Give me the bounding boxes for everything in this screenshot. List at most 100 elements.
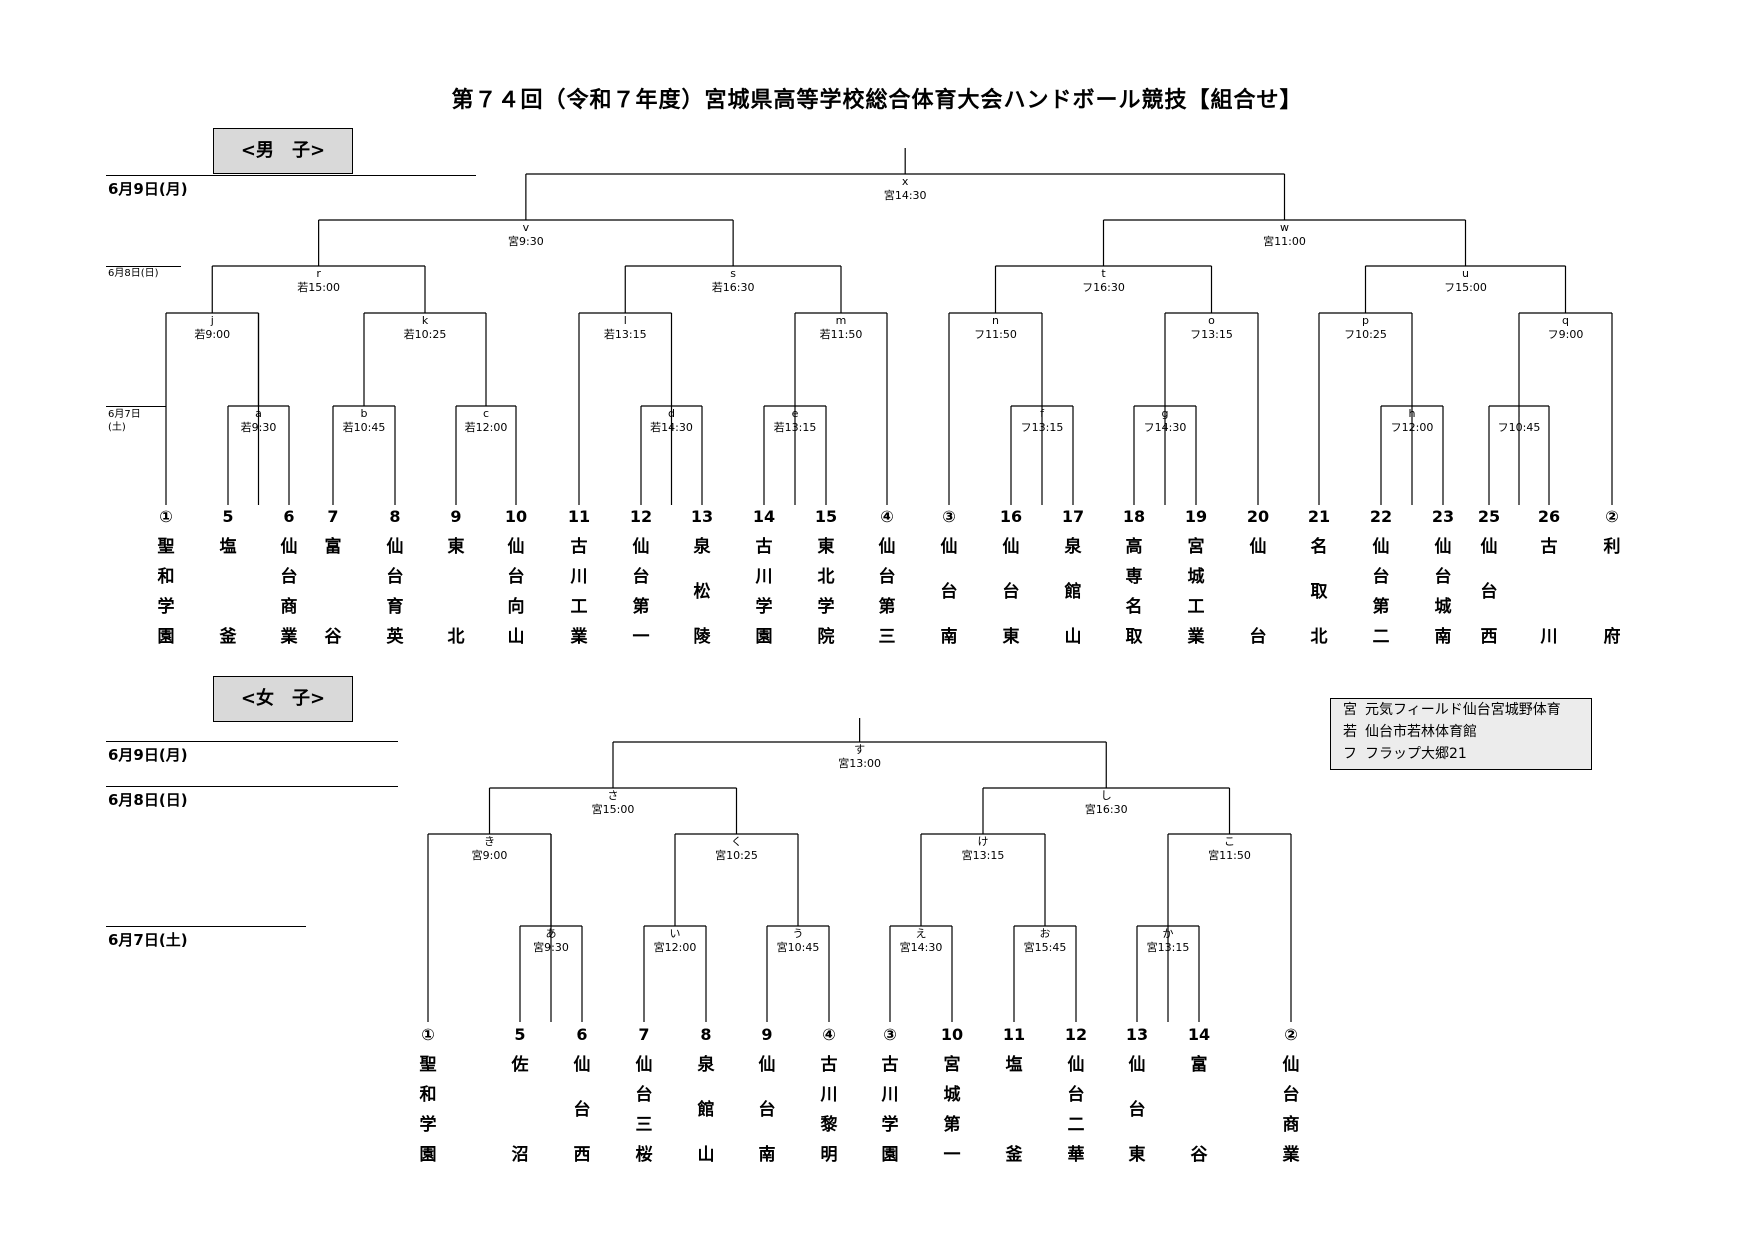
boys-match-j-id: j: [210, 314, 214, 327]
girls-team-char: 仙: [1068, 1054, 1085, 1075]
boys-team-char: 塩: [220, 536, 237, 557]
boys-team-seed: 16: [1000, 507, 1022, 526]
boys-team-char: 学: [818, 596, 835, 617]
boys-team-char: 向: [508, 596, 525, 617]
boys-team-char: 仙: [387, 536, 404, 557]
boys-team-char: 釜: [219, 626, 238, 647]
girls-match-shi-time: 宮16:30: [1085, 802, 1128, 816]
girls-date-line-d7: [106, 926, 306, 927]
girls-team-seed: 14: [1188, 1025, 1210, 1044]
girls-date-line-d8: [106, 786, 398, 787]
boys-team-char: 第: [1373, 596, 1390, 617]
girls-date-d9: 6月9日(月): [108, 746, 188, 764]
boys-team-char: 仙: [633, 536, 650, 557]
boys-team-seed: 7: [327, 507, 338, 526]
boys-team-char: 陵: [694, 626, 712, 647]
girls-team-char: 仙: [636, 1054, 653, 1075]
boys-team-char: 聖: [158, 537, 175, 557]
boys-team-char: 工: [571, 597, 588, 617]
girls-team-char: 仙: [574, 1054, 591, 1075]
legend-venue: フラップ大郷21: [1365, 746, 1467, 762]
boys-team-char: 仙: [1003, 536, 1020, 557]
boys-team-char: 一: [633, 627, 650, 647]
girls-team-char: 仙: [1129, 1054, 1146, 1075]
girls-team-char: 三: [636, 1115, 653, 1135]
legend-row: 宮元気フィールド仙台宮城野体育: [1331, 699, 1591, 721]
boys-match-p-time: フ10:25: [1344, 328, 1387, 341]
boys-team-char: 名: [1126, 596, 1143, 617]
legend-venue: 仙台市若林体育館: [1365, 724, 1477, 740]
girls-match-ku-time: 宮10:25: [715, 848, 758, 862]
boys-team-char: 北: [448, 627, 465, 647]
boys-team-char: 三: [879, 627, 896, 647]
boys-team-seed: 25: [1478, 507, 1500, 526]
boys-team-char: 業: [281, 626, 298, 647]
boys-match-q-id: q: [1562, 314, 1569, 327]
girls-team-char: 園: [882, 1145, 899, 1165]
boys-team-seed: 23: [1432, 507, 1454, 526]
boys-team-char: 取: [1126, 627, 1143, 647]
boys-team-char: 第: [879, 596, 896, 617]
boys-team-char: 北: [818, 567, 835, 587]
boys-team-seed: 20: [1247, 507, 1269, 526]
boys-team-seed: 19: [1185, 507, 1207, 526]
girls-match-ki-time: 宮9:00: [472, 848, 508, 862]
boys-team-char: 取: [1311, 582, 1328, 602]
girls-team-char: 仙: [759, 1054, 776, 1075]
girls-match-shi-id: し: [1101, 789, 1112, 802]
girls-team-seed: 12: [1065, 1025, 1087, 1044]
boys-match-t-time: フ16:30: [1082, 281, 1125, 294]
boys-team-char: 仙: [281, 536, 298, 557]
boys-team-char: 東: [448, 536, 465, 557]
boys-team-char: 東: [818, 536, 835, 557]
boys-team-char: 山: [508, 627, 525, 647]
girls-team-char: 釜: [1005, 1144, 1024, 1165]
boys-match-l-id: l: [624, 314, 627, 327]
boys-team-char: 府: [1604, 626, 1621, 647]
boys-team-char: 川: [1540, 627, 1558, 647]
legend-row: 若仙台市若林体育館: [1331, 721, 1591, 743]
page-title: 第７４回（令和７年度）宮城県高等学校総合体育大会ハンドボール競技【組合せ】: [451, 88, 1303, 113]
boys-team-char: 業: [1188, 626, 1205, 647]
boys-team-char: 仙: [1250, 536, 1267, 557]
legend-code: フ: [1343, 746, 1357, 762]
girls-team-char: 一: [944, 1145, 961, 1165]
girls-team-char: 東: [1129, 1144, 1146, 1165]
boys-team-char: 学: [158, 596, 175, 617]
girls-team-char: 台: [1129, 1099, 1146, 1120]
boys-team-char: 学: [756, 596, 773, 617]
boys-match-l-time: 若13:15: [604, 328, 647, 341]
legend-code: 若: [1343, 724, 1357, 740]
boys-team-char: 城: [1435, 597, 1452, 617]
boys-team-seed: 15: [815, 507, 837, 526]
boys-team-seed: 22: [1370, 507, 1392, 526]
girls-team-char: 黎: [821, 1114, 838, 1135]
boys-team-char: 古: [1541, 536, 1558, 557]
boys-team-char: 川: [755, 567, 773, 587]
boys-match-j-time: 若9:00: [194, 328, 230, 341]
girls-team-char: 古: [882, 1054, 899, 1075]
boys-team-seed: ①: [159, 507, 173, 526]
boys-match-v-time: 宮9:30: [508, 234, 544, 248]
boys-match-o-time: フ13:15: [1190, 328, 1233, 341]
girls-team-seed: ③: [883, 1025, 897, 1044]
girls-match-o-id: お: [1040, 927, 1051, 940]
boys-match-v-id: v: [523, 221, 530, 234]
girls-team-char: 二: [1068, 1115, 1085, 1135]
boys-match-c-time: 若12:00: [465, 421, 508, 434]
girls-team-char: 学: [882, 1114, 899, 1135]
girls-team-char: 塩: [1006, 1054, 1023, 1075]
boys-team-char: 松: [694, 581, 711, 602]
boys-match-u-time: フ15:00: [1444, 281, 1487, 294]
boys-team-char: 専: [1126, 567, 1143, 587]
boys-team-char: 院: [818, 626, 835, 647]
boys-date-d7a: 6月7日: [108, 409, 141, 420]
girls-team-seed: 13: [1126, 1025, 1148, 1044]
girls-team-char: 華: [1068, 1145, 1085, 1165]
boys-team-char: 北: [1311, 627, 1328, 647]
girls-team-char: 川: [881, 1085, 899, 1105]
boys-match-r-id: r: [316, 267, 321, 280]
boys-match-w-id: w: [1280, 221, 1289, 234]
girls-match-e-id: え: [916, 927, 927, 940]
boys-team-char: 仙: [1481, 536, 1498, 557]
